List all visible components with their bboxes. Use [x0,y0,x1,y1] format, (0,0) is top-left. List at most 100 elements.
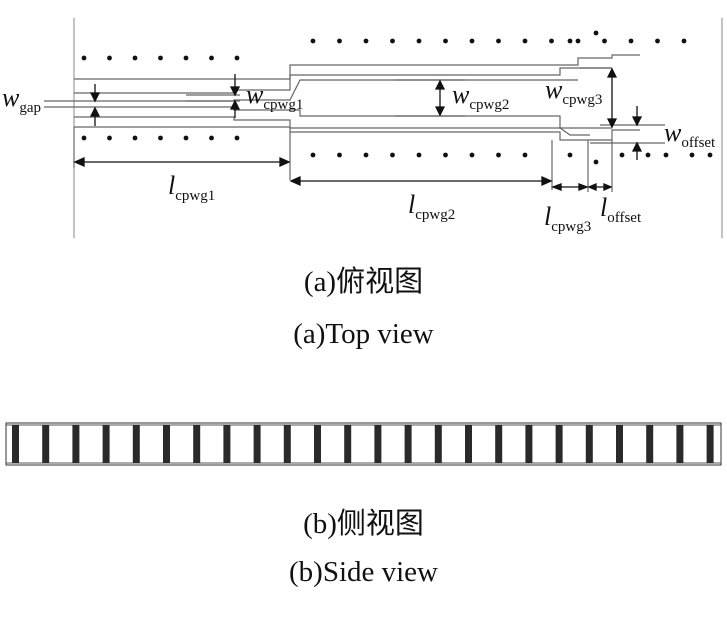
via-hole [645,152,651,158]
side-view-via-bar [495,425,503,463]
l-cpwg3-arrowhead-left [551,183,562,191]
l-offset-arrowhead-right [603,183,613,191]
label-w-cpwg1: wcpwg1 [246,80,303,113]
via-hole [619,152,625,158]
top-view: wgap wcpwg1 wcpwg2 wcpwg3 woffset lcpwg1… [2,18,723,238]
l-cpwg3-arrowhead-right [578,183,589,191]
side-view [5,422,722,466]
via-hole [234,135,240,141]
label-w-cpwg3: wcpwg3 [545,75,602,108]
via-hole [707,152,713,158]
label-l-cpwg1: lcpwg1 [168,171,215,204]
via-hole [549,38,554,44]
side-view-via-bar [465,425,472,463]
caption-side-view-en: (b)Side view [289,556,438,588]
via-hole [416,152,422,158]
side-view-via-bar [706,425,714,463]
side-view-via-bar [616,425,623,463]
side-view-via-bar [132,425,140,463]
w-offset-arrowhead-upper [631,116,643,127]
via-hole [628,38,634,44]
outer-bottom-boundary [74,126,640,141]
side-view-via-bar [434,425,442,463]
caption-side-view-cn: (b)侧视图 [303,508,424,540]
via-hole [469,38,475,44]
via-hole [209,135,214,141]
via-hole [183,55,189,61]
via-hole [689,152,695,158]
w-gap-arrowhead-upper [89,92,101,103]
via-hole [567,152,573,158]
w-cpwg1-arrowhead-lower [229,99,241,110]
side-view-via-bar [193,425,201,463]
via-hole [390,38,395,44]
side-view-vias [12,425,714,463]
via-hole [107,55,112,61]
side-view-via-bar [223,425,231,463]
via-hole [496,38,501,44]
label-w-cpwg2: wcpwg2 [452,80,509,113]
side-view-via-bar [72,425,80,463]
via-hole [81,55,87,61]
l-offset-arrowhead-left [587,183,597,191]
side-view-via-bar [12,425,19,463]
side-view-via-bar [163,425,170,463]
side-view-via-bar [555,425,563,463]
via-hole [469,152,475,158]
via-hole [593,30,599,36]
via-hole [390,152,395,158]
dimension-arrows [73,67,643,191]
l-cpwg2-arrowhead-left [289,175,301,187]
w-offset-arrowhead-lower [631,141,643,152]
side-view-via-bar [102,425,110,463]
via-hole [337,38,342,44]
l-cpwg2-arrowhead-right [541,175,553,187]
via-hole [310,38,316,44]
side-view-substrate [5,422,722,466]
caption-top-view-cn: (a)俯视图 [303,266,424,298]
via-hole [209,55,214,61]
side-view-via-bar [525,425,533,463]
via-hole [496,152,501,158]
via-hole [593,159,599,165]
w-cpwg3-arrowhead-top [606,67,618,78]
via-hole [132,135,138,141]
w-cpwg3-arrowhead-bottom [606,118,618,129]
via-hole [443,152,448,158]
via-hole [567,38,573,44]
w-gap-arrowhead-lower [89,106,101,117]
via-hole [310,152,316,158]
via-hole [81,135,87,141]
side-view-via-bar [42,425,50,463]
lower-gap-bottom-line [74,116,590,136]
via-hole [158,55,163,61]
side-view-via-bar [314,425,321,463]
via-hole [107,135,112,141]
via-hole [416,38,422,44]
w-cpwg2-arrowhead-bottom [434,106,446,117]
via-hole [337,152,342,158]
side-view-via-bar [585,425,593,463]
via-hole [602,38,607,44]
label-w-gap: wgap [2,83,41,116]
side-view-via-bar [253,425,261,463]
side-view-via-bar [374,425,382,463]
via-hole [655,38,660,44]
via-hole [363,152,369,158]
dimension-labels: wgap wcpwg1 wcpwg2 wcpwg3 woffset lcpwg1… [2,75,716,235]
side-view-via-bar [404,425,412,463]
via-hole [158,135,163,141]
l-cpwg1-arrowhead-left [73,156,85,168]
via-hole [681,38,687,44]
w-cpwg1-arrowhead-upper [229,86,241,97]
label-w-offset: woffset [664,118,716,151]
via-hole [234,55,240,61]
label-l-cpwg3: lcpwg3 [544,202,591,235]
via-hole [575,38,581,44]
via-hole [522,38,528,44]
waveguide-outline [44,54,665,192]
side-view-via-bar [676,425,684,463]
via-hole [132,55,138,61]
via-hole [363,38,369,44]
